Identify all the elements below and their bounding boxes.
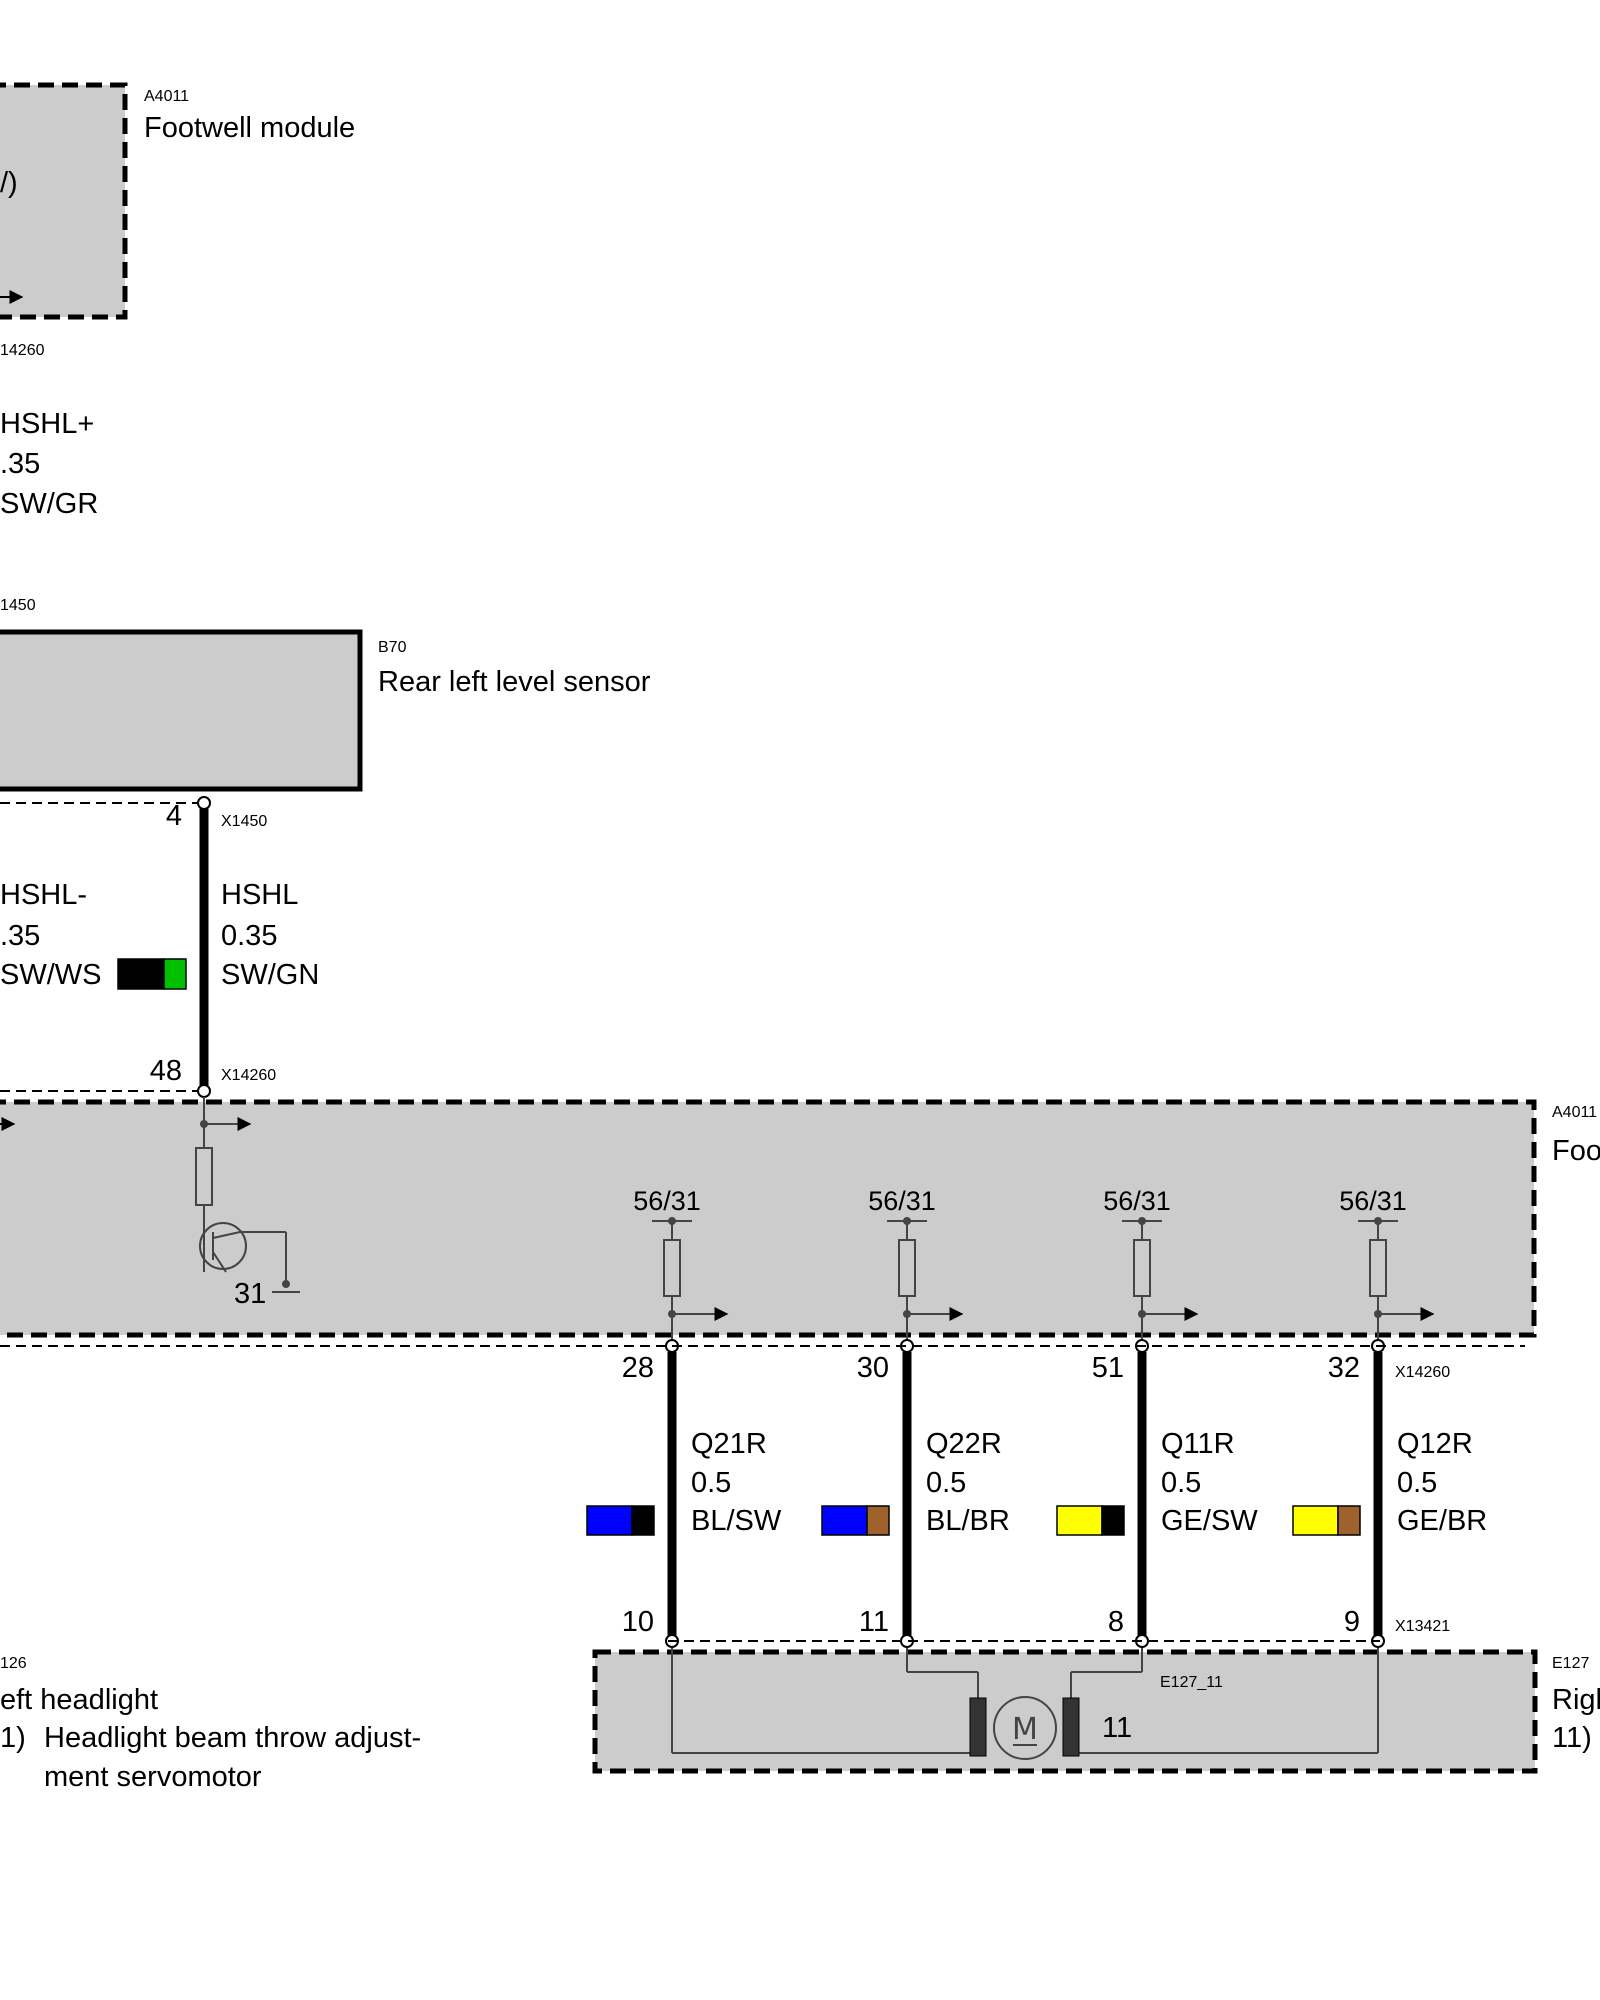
- q11r-pin-top: 51: [1092, 1352, 1124, 1384]
- left-headlight-note-num: 1): [0, 1722, 26, 1754]
- q22r-pin-top: 30: [857, 1352, 889, 1384]
- left-headlight-code: 126: [0, 1655, 27, 1672]
- q12r-signal: Q12R: [1397, 1428, 1473, 1460]
- left-headlight-name: eft headlight: [0, 1684, 158, 1716]
- rear-left-level-sensor-box: [0, 629, 363, 792]
- footwell-right-code: A4011: [1552, 1104, 1597, 1121]
- hshl-color-swatch: [117, 958, 187, 990]
- right-headlight-name: Righ: [1552, 1684, 1600, 1716]
- q12r-size: 0.5: [1397, 1467, 1437, 1499]
- footwell-top-name: Footwell module: [144, 112, 355, 144]
- hshl-conn-bottom: X14260: [221, 1067, 276, 1084]
- q22r-swatch-primary: [821, 1505, 868, 1536]
- q21r-pin-top: 28: [622, 1352, 654, 1384]
- footwell-top-fragment: /): [0, 167, 18, 199]
- q22r-supply-label: 56/31: [868, 1186, 936, 1216]
- hshl-module-terminal: [197, 1084, 211, 1098]
- q21r-swatch-secondary: [631, 1505, 655, 1536]
- q21r-signal: Q21R: [691, 1428, 767, 1460]
- motor-letter: M: [1012, 1712, 1038, 1747]
- q12r-pin-top: 32: [1328, 1352, 1360, 1384]
- q12r-supply-label: 56/31: [1339, 1186, 1407, 1216]
- q11r-pin-bottom: 8: [1108, 1606, 1124, 1638]
- sensor-connector-label: 1450: [0, 597, 36, 614]
- hshl-conn-top: X1450: [221, 813, 267, 830]
- hshl-signal: HSHL: [221, 879, 298, 911]
- hshl-minus-signal: HSHL-: [0, 879, 87, 911]
- q12r-pin-bottom: 9: [1344, 1606, 1360, 1638]
- q22r-size: 0.5: [926, 1467, 966, 1499]
- module-connector-label: X14260: [1395, 1364, 1450, 1381]
- q22r-swatch-secondary: [866, 1505, 890, 1536]
- hshl-input-circuit: [195, 1097, 300, 1293]
- q22r-pin-bottom: 11: [859, 1606, 889, 1638]
- hshl-color: SW/GN: [221, 959, 319, 991]
- q11r-supply-label: 56/31: [1103, 1186, 1171, 1216]
- footwell-module-main-box: [0, 1099, 1537, 1338]
- q21r-supply-label: 56/31: [633, 1186, 701, 1216]
- top-connector-label: 14260: [0, 342, 45, 359]
- q11r-swatch-secondary: [1101, 1505, 1125, 1536]
- q11r-signal: Q11R: [1161, 1428, 1235, 1460]
- hshl-pin-bottom: 48: [150, 1055, 182, 1087]
- left-headlight-note-line1: Headlight beam throw adjust-: [44, 1722, 421, 1754]
- left-headlight-note-line2: ment servomotor: [44, 1761, 262, 1793]
- q12r-swatch-primary: [1292, 1505, 1339, 1536]
- hshl-minus-color: SW/WS: [0, 959, 102, 991]
- hshl-size: 0.35: [221, 920, 277, 952]
- servomotor-symbol: [671, 1648, 1379, 1760]
- right-headlight-note-num: 11): [1552, 1722, 1592, 1754]
- sensor-code: B70: [378, 639, 407, 656]
- servomotor-ref: E127_11: [1160, 1674, 1223, 1691]
- sensor-name: Rear left level sensor: [378, 666, 651, 698]
- footwell-top-code: A4011: [144, 88, 189, 105]
- q22r-color: BL/BR: [926, 1505, 1010, 1537]
- q21r-swatch-primary: [586, 1505, 633, 1536]
- top-wire-size: .35: [0, 448, 40, 480]
- q11r-color: GE/SW: [1161, 1505, 1258, 1537]
- q11r-size: 0.5: [1161, 1467, 1201, 1499]
- q21r-size: 0.5: [691, 1467, 731, 1499]
- footwell-right-name: Foo: [1552, 1135, 1600, 1167]
- servomotor-pin-label: 11: [1102, 1712, 1132, 1744]
- q11r-swatch-primary: [1056, 1505, 1103, 1536]
- ground-label: 31: [234, 1278, 266, 1310]
- top-wire-signal: HSHL+: [0, 408, 94, 440]
- headlight-connector-label: X13421: [1395, 1618, 1450, 1635]
- hshl-minus-size: .35: [0, 920, 40, 952]
- q22r-signal: Q22R: [926, 1428, 1002, 1460]
- top-wire-color: SW/GR: [0, 488, 98, 520]
- hshl-pin-top: 4: [166, 800, 182, 832]
- q21r-pin-bottom: 10: [622, 1606, 654, 1638]
- q12r-swatch-secondary: [1337, 1505, 1361, 1536]
- footwell-module-top-box: [0, 82, 128, 320]
- q21r-color: BL/SW: [691, 1505, 782, 1537]
- sensor-pin-terminal: [197, 796, 211, 810]
- q12r-color: GE/BR: [1397, 1505, 1487, 1537]
- right-headlight-code: E127: [1552, 1655, 1589, 1672]
